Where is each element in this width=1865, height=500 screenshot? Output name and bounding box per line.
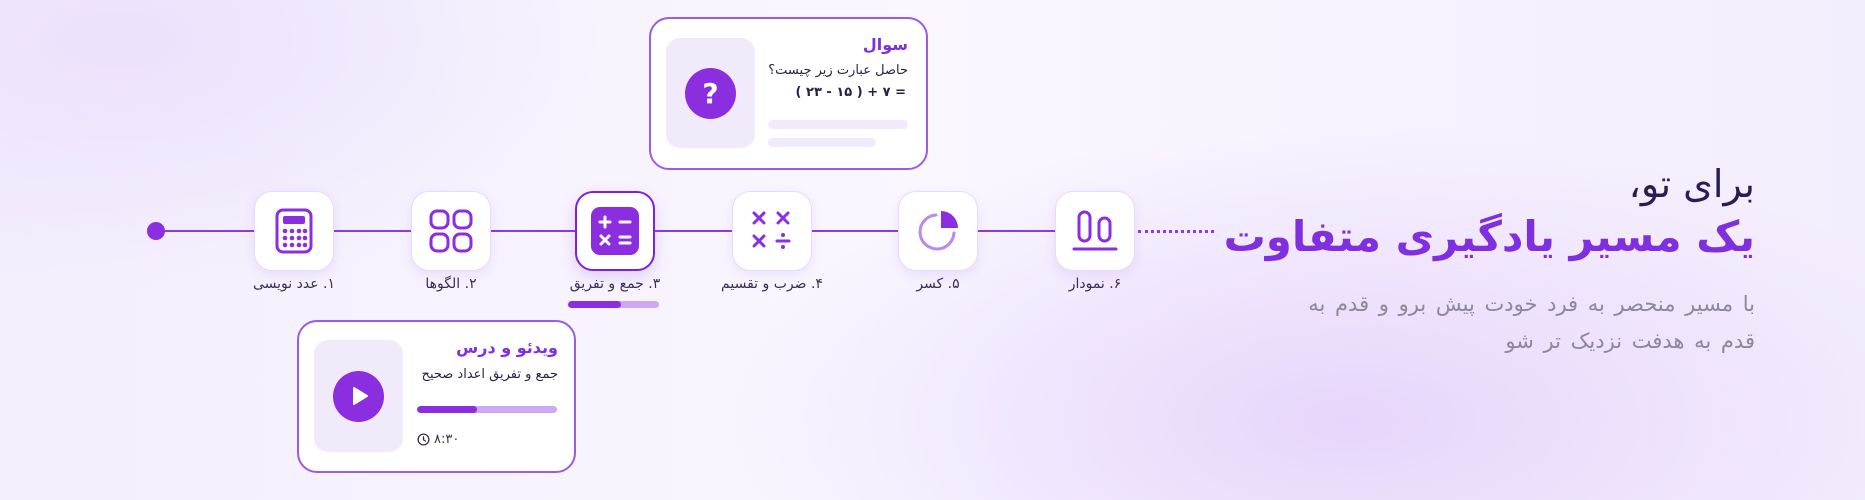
step-5-button[interactable]	[898, 191, 978, 271]
question-text: حاصل عبارت زیر چیست؟	[768, 63, 908, 78]
answer-placeholder-line	[768, 138, 876, 147]
step-2-label: ۲. الگوها	[425, 276, 477, 292]
video-duration: ۸:۳۰	[417, 432, 459, 447]
step-6-label: ۶. نمودار	[1068, 276, 1122, 292]
video-progress-bar[interactable]	[417, 406, 557, 413]
step-1-button[interactable]	[254, 191, 334, 271]
answer-placeholder-line	[768, 120, 908, 129]
step-2-button[interactable]	[411, 191, 491, 271]
step-3-label: ۳. جمع و تفریق	[569, 276, 661, 292]
question-expression: = ۷ + ( ۱۵ - ۲۳ )	[795, 85, 906, 100]
hero-description: با مسیر منحصر به فرد خودت پیش برو و قدم …	[1195, 286, 1755, 360]
hero-description-line2: قدم به هدفت نزدیک تر شو	[1505, 329, 1755, 353]
hero-section: برای تو، یک مسیر یادگیری متفاوت با مسیر …	[1195, 160, 1755, 360]
step-3-progress-fill	[568, 301, 621, 308]
step-3-button[interactable]	[575, 191, 655, 271]
step-1-label: ۱. عدد نویسی	[252, 276, 335, 292]
clock-icon	[417, 433, 430, 446]
step-5-label: ۵. کسر	[916, 276, 960, 292]
question-title: سوال	[862, 35, 908, 54]
question-card[interactable]: ? سوال حاصل عبارت زیر چیست؟ = ۷ + ( ۱۵ -…	[649, 17, 928, 170]
pie-chart-icon	[918, 211, 958, 251]
video-title: ویدئو و درس	[456, 338, 558, 357]
video-thumbnail[interactable]	[314, 340, 403, 452]
timeline-start-dot	[147, 222, 165, 240]
video-progress-fill	[417, 406, 478, 413]
step-6-button[interactable]	[1055, 191, 1135, 271]
question-mark-icon: ?	[685, 67, 736, 119]
hero-description-line1: با مسیر منحصر به فرد خودت پیش برو و قدم …	[1308, 292, 1755, 316]
play-icon	[352, 387, 368, 405]
timeline-dotted-extension	[1138, 230, 1214, 233]
step-4-button[interactable]	[732, 191, 812, 271]
play-button[interactable]	[333, 370, 384, 422]
multiply-divide-icon	[752, 211, 791, 249]
calculator-icon	[275, 208, 313, 254]
grid-icon	[429, 209, 473, 253]
video-subtitle: جمع و تفریق اعداد صحیح	[421, 367, 558, 382]
step-4-label: ۴. ضرب و تقسیم	[721, 276, 823, 292]
plus-minus-icon	[591, 207, 639, 255]
question-thumbnail: ?	[666, 38, 755, 148]
video-duration-text: ۸:۳۰	[434, 432, 460, 447]
hero-title-line2: یک مسیر یادگیری متفاوت	[1223, 212, 1755, 261]
video-lesson-card[interactable]: ویدئو و درس جمع و تفریق اعداد صحیح ۸:۳۰	[297, 320, 576, 473]
step-3-progress-bar	[568, 301, 659, 308]
bar-chart-icon	[1072, 210, 1118, 251]
hero-title-line1: برای تو،	[1628, 162, 1755, 206]
